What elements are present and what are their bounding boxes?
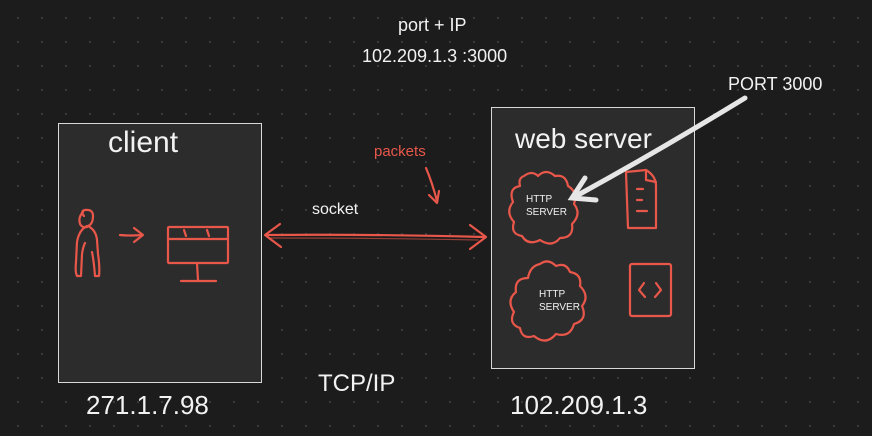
person-to-computer-arrow [118,226,145,244]
http-server-1-line2: SERVER [526,207,567,218]
http-server-blob-2: HTTP SERVER [509,260,587,342]
http-server-blob-1: HTTP SERVER [508,170,579,245]
client-ip: 271.1.7.98 [86,390,209,420]
code-file-icon [628,262,673,318]
http-server-2-line2: SERVER [539,302,580,313]
packets-label: packets [374,143,426,160]
server-ip: 102.209.1.3 [510,390,648,420]
packets-pointer-arrow [424,166,441,205]
port-callout-label: PORT 3000 [728,74,823,94]
port-callout-arrow [567,95,748,203]
document-icon [624,168,658,230]
header-port-ip: port + IP [398,15,467,35]
socket-label: socket [312,201,359,218]
socket-connection-arrow [263,222,488,251]
client-title: client [108,126,179,159]
header-address: 102.209.1.3 :3000 [362,46,508,66]
http-server-2-line1: HTTP [539,289,565,300]
http-server-1-line1: HTTP [526,194,552,205]
computer-icon [166,225,230,283]
protocol-label: TCP/IP [318,370,396,397]
person-icon [74,208,101,278]
server-title: web server [515,123,652,154]
